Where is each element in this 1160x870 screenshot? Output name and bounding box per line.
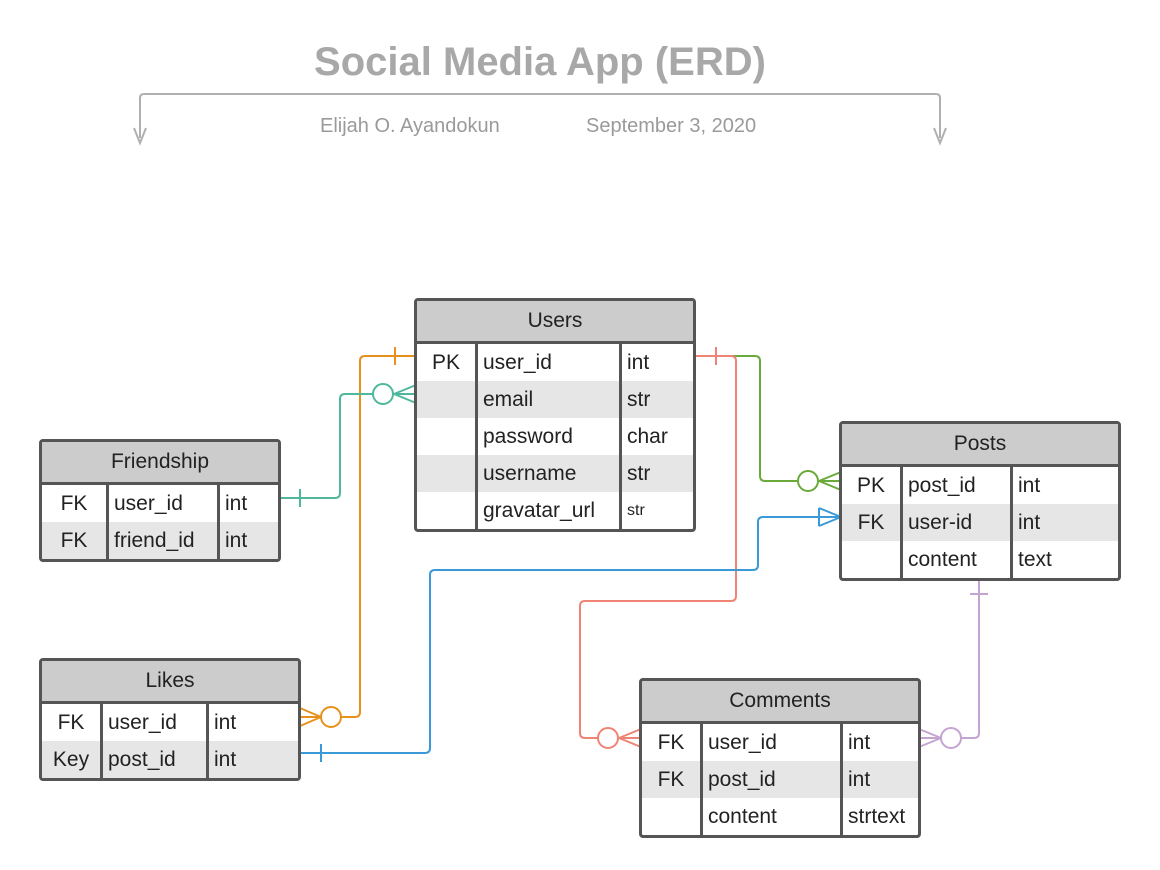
relation-users-likes: [299, 347, 416, 728]
relation-posts-comments: [918, 573, 988, 749]
key-cell: FK: [42, 704, 103, 741]
relation-users-posts: [694, 355, 842, 492]
diagram-date: September 3, 2020: [586, 115, 757, 137]
type-cell: int: [1018, 511, 1041, 534]
users-table-header: Users: [417, 301, 693, 344]
type-cell: strtext: [848, 805, 906, 828]
key-cell: [417, 418, 478, 455]
relation-users-friendship: [280, 383, 417, 507]
key-cell: FK: [642, 761, 703, 798]
likes-table: Likes FK user_id int Key post_id int: [39, 658, 301, 781]
key-cell: Key: [42, 741, 103, 778]
bracket-right-arrow-icon: [933, 127, 947, 146]
posts-table-header: Posts: [842, 424, 1118, 467]
table-row: content text: [842, 541, 1118, 578]
friendship-table-header: Friendship: [42, 442, 278, 485]
author-name: Elijah O. Ayandokun: [320, 115, 500, 137]
key-cell: [642, 798, 703, 835]
type-cell: int: [214, 748, 237, 771]
field-cell: user_id: [109, 485, 220, 522]
table-row: PK user_id int: [417, 344, 693, 381]
table-row: FK user-id int: [842, 504, 1118, 541]
key-cell: PK: [417, 344, 478, 381]
table-row: email str: [417, 381, 693, 418]
type-cell: str: [627, 388, 651, 411]
type-cell: int: [1018, 474, 1041, 497]
key-cell: FK: [42, 522, 109, 559]
key-cell: [417, 381, 478, 418]
type-cell: int: [627, 351, 650, 374]
field-cell: content: [703, 798, 843, 835]
likes-table-header: Likes: [42, 661, 298, 704]
field-cell: user-id: [903, 504, 1013, 541]
table-row: FK user_id int: [42, 704, 298, 741]
type-cell: int: [225, 529, 248, 552]
type-cell: int: [225, 492, 248, 515]
comments-table: Comments FK user_id int FK post_id int c…: [639, 678, 921, 838]
users-table: Users PK user_id int email str password …: [414, 298, 696, 532]
table-row: FK friend_id int: [42, 522, 278, 559]
posts-table: Posts PK post_id int FK user-id int cont…: [839, 421, 1121, 581]
field-cell: gravatar_url: [478, 492, 622, 529]
field-cell: user_id: [103, 704, 209, 741]
type-cell: int: [214, 711, 237, 734]
table-row: content strtext: [642, 798, 918, 835]
type-cell: text: [1018, 548, 1052, 571]
relation-posts-likes: [300, 507, 842, 762]
key-cell: FK: [42, 485, 109, 522]
table-row: username str: [417, 455, 693, 492]
table-row: password char: [417, 418, 693, 455]
key-cell: [417, 492, 478, 529]
field-cell: email: [478, 381, 622, 418]
table-row: Key post_id int: [42, 741, 298, 778]
field-cell: post_id: [103, 741, 209, 778]
field-cell: post_id: [703, 761, 843, 798]
field-cell: content: [903, 541, 1013, 578]
field-cell: password: [478, 418, 622, 455]
type-cell: str: [627, 502, 645, 519]
key-cell: [842, 541, 903, 578]
table-row: gravatar_url str: [417, 492, 693, 529]
table-row: FK user_id int: [42, 485, 278, 522]
type-cell: int: [848, 768, 871, 791]
diagram-title: Social Media App (ERD): [314, 40, 766, 84]
field-cell: post_id: [903, 467, 1013, 504]
table-row: FK user_id int: [642, 724, 918, 761]
key-cell: PK: [842, 467, 903, 504]
title-bracket: [139, 93, 941, 138]
type-cell: char: [627, 425, 668, 448]
key-cell: FK: [642, 724, 703, 761]
field-cell: username: [478, 455, 622, 492]
field-cell: friend_id: [109, 522, 220, 559]
comments-table-header: Comments: [642, 681, 918, 724]
table-row: PK post_id int: [842, 467, 1118, 504]
type-cell: int: [848, 731, 871, 754]
field-cell: user_id: [703, 724, 843, 761]
type-cell: str: [627, 462, 651, 485]
field-cell: user_id: [478, 344, 622, 381]
key-cell: FK: [842, 504, 903, 541]
friendship-table: Friendship FK user_id int FK friend_id i…: [39, 439, 281, 562]
key-cell: [417, 455, 478, 492]
bracket-left-arrow-icon: [133, 127, 147, 146]
relation-users-comments: [579, 347, 737, 749]
table-row: FK post_id int: [642, 761, 918, 798]
